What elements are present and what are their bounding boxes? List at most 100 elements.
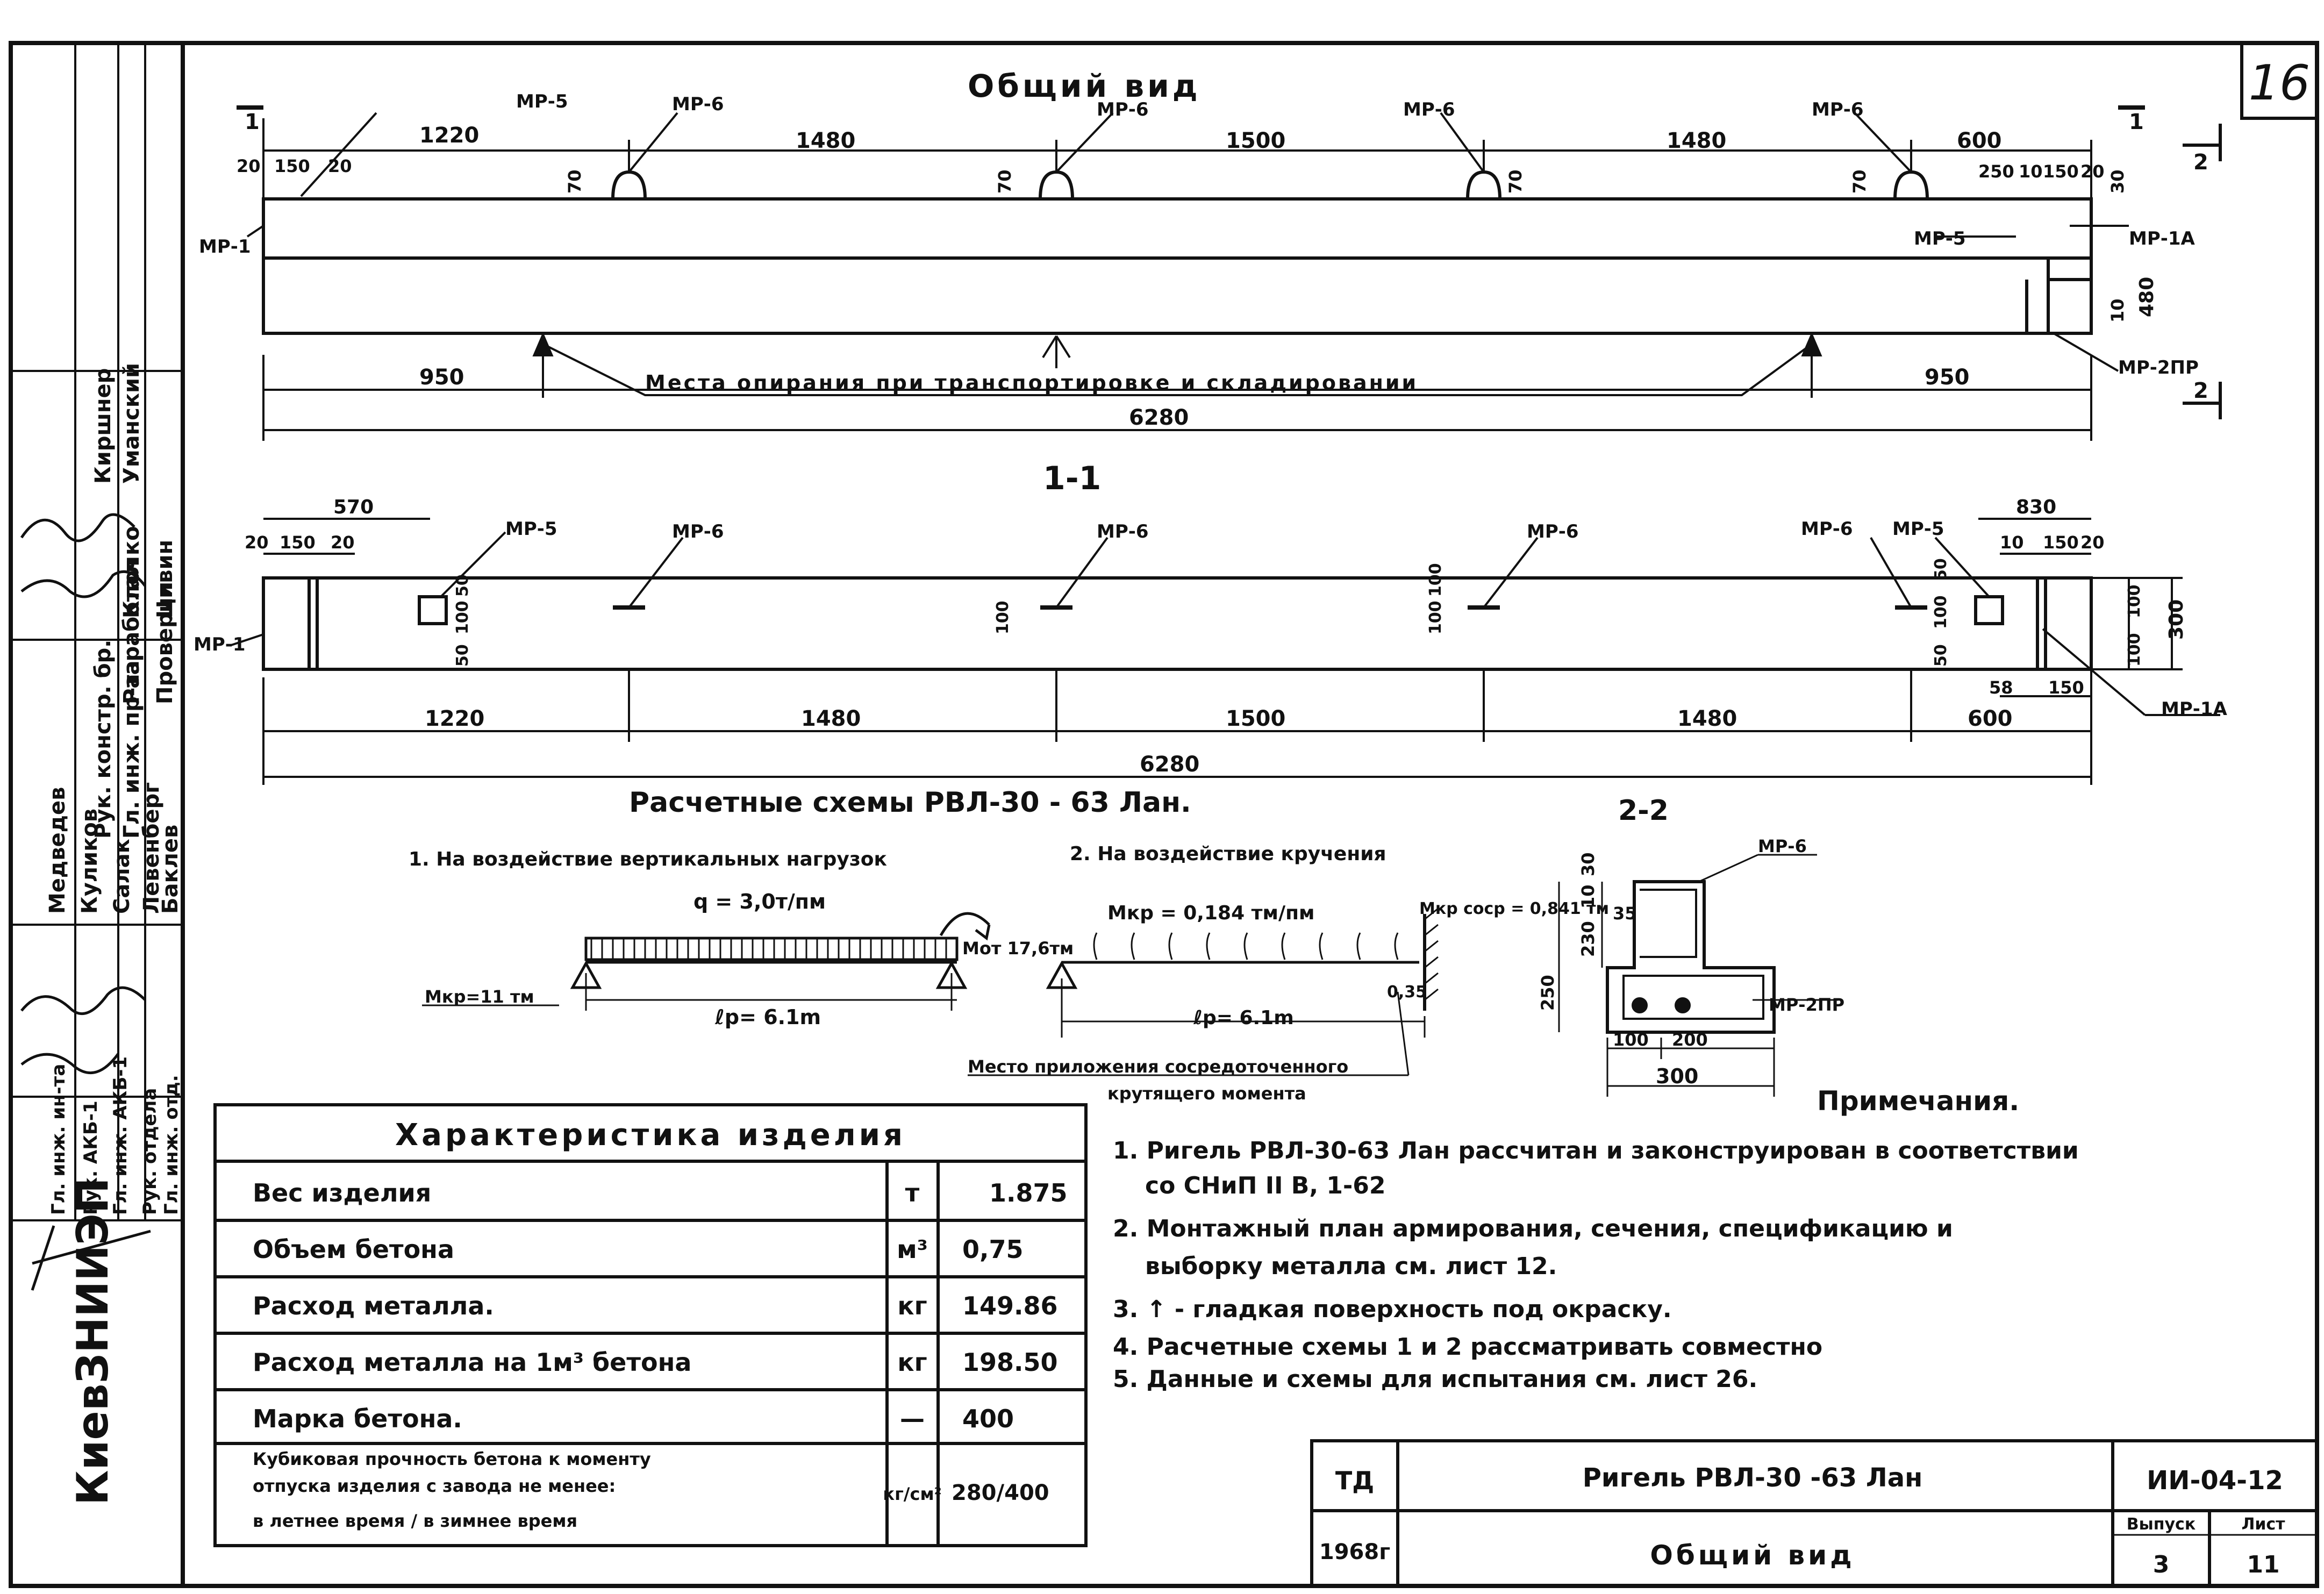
s11-label-mp1a: МР-1А <box>2161 698 2228 720</box>
section-2-2-outline <box>1606 880 1776 1034</box>
note-4: 4. Расчетные схемы 1 и 2 рассматривать с… <box>1113 1333 1822 1361</box>
gv-small-dim-l3: 20 <box>328 156 352 176</box>
s11-dim-150: 150 <box>2048 677 2084 698</box>
gv-label-mp2pr: МР-2ПР <box>2118 357 2199 378</box>
scheme2-offset: 0,35 <box>1387 983 1427 1002</box>
char-row-5-unit: — <box>900 1404 925 1433</box>
sheet-number: 16 <box>2249 55 2311 111</box>
stamp-role-7: Гл. инж. пр-та <box>119 660 144 839</box>
s11-small-r3: 20 <box>2080 532 2105 553</box>
tb-subtitle: Общий вид <box>1650 1540 1855 1571</box>
note-1b: со СНиП II В, 1-62 <box>1145 1172 1385 1199</box>
stamp-name-1: Киршнер <box>91 368 116 484</box>
gv-seg-5: 600 <box>1957 128 2002 153</box>
gv-label-mp6-1: МР-6 <box>672 94 724 115</box>
s11-label-mp1: МР-1 <box>194 634 246 655</box>
s11-total: 6280 <box>1140 752 1199 777</box>
scheme1-load-label: q = 3,0т/пм <box>693 890 826 913</box>
char-last-unit: кг/см² <box>883 1484 941 1504</box>
gv-small-dim-r2: 10 <box>2019 161 2043 182</box>
s11-small-l2: 150 <box>280 532 316 553</box>
s22-dim-300: 300 <box>1656 1064 1698 1088</box>
stamp-role-2: Рук. АКБ-1 <box>80 1100 102 1215</box>
general-view-title: Общий вид <box>968 68 1201 104</box>
gv-seg-4: 1480 <box>1667 128 1726 153</box>
gv-seg-1: 1220 <box>419 123 479 148</box>
s22-dim-30: 30 <box>1578 852 1598 876</box>
s11-label-mp6-2: МР-6 <box>1097 521 1149 542</box>
char-row-4-unit: кг <box>897 1348 927 1377</box>
s11-small-r1: 10 <box>2000 532 2024 553</box>
scheme1-title: 1. На воздействие вертикальных нагрузок <box>409 848 887 870</box>
char-row-3-unit: кг <box>897 1291 927 1320</box>
note-3: 3. ↑ - гладкая поверхность под окраску. <box>1113 1296 1672 1323</box>
scheme2-load-label: Mкр = 0,184 тм/пм <box>1107 902 1314 924</box>
s11-dim-100-f: 100 <box>2125 584 2144 618</box>
char-last-line2: отпуска изделия с завода не менее: <box>253 1476 616 1496</box>
side-stamp <box>11 43 183 1221</box>
gv-seg-2: 1480 <box>796 128 855 153</box>
gv-dim-480: 480 <box>2136 277 2158 317</box>
scheme2-note-1: Место приложения сосредоточенного <box>968 1056 1348 1077</box>
gv-section-marker-2: 2 <box>2193 150 2208 175</box>
section-2-2-title: 2-2 <box>1618 795 1669 827</box>
stamp-role-4: Рук. отдела <box>139 1088 161 1215</box>
gv-label-mp1a: МР-1А <box>2129 228 2196 249</box>
s22-dim-230: 230 <box>1578 921 1598 957</box>
notes-title: Примечания. <box>1817 1085 2019 1117</box>
calc-schemes: Расчетные схемы РВЛ-30 - 63 Лан. 1. На в… <box>409 787 1609 1104</box>
s11-dim-300: 300 <box>2165 599 2187 640</box>
s11-small-l1: 20 <box>245 532 269 553</box>
char-last-line3: в летнее время / в зимнее время <box>253 1511 577 1531</box>
char-row-1-unit: т <box>905 1178 920 1207</box>
general-view: Общий вид <box>199 68 2222 441</box>
char-row-5-name: Марка бетона. <box>253 1404 462 1433</box>
tb-issue: 3 <box>2153 1551 2170 1578</box>
s22-dim-100: 100 <box>1613 1030 1649 1050</box>
scheme2-note-2: крутящего момента <box>1107 1083 1306 1104</box>
tb-sheet: 11 <box>2247 1551 2279 1578</box>
note-1: 1. Ригель РВЛ-30-63 Лан рассчитан и зако… <box>1113 1137 2079 1164</box>
gv-dim-30: 30 <box>2107 169 2128 194</box>
s11-seg-4: 1480 <box>1677 706 1737 731</box>
gv-label-mp1: МР-1 <box>199 236 251 258</box>
scheme2-conc: Мкр соср = 0,841 тм <box>1419 899 1609 918</box>
s11-dim-830: 830 <box>2016 496 2056 518</box>
tb-org: ТД <box>1335 1466 1374 1495</box>
s11-dim-100-e: 100 <box>1932 595 1950 629</box>
gv-small-dim-l2: 150 <box>274 156 310 176</box>
char-row-5-value: 400 <box>962 1404 1014 1433</box>
gv-dim-70-1: 70 <box>564 169 585 194</box>
char-row-2-name: Объем бетона <box>253 1235 454 1264</box>
s11-label-mp6-1: МР-6 <box>672 521 724 542</box>
gv-small-dim-l1: 20 <box>237 156 261 176</box>
s11-dim-100-a: 100 <box>453 601 472 634</box>
gv-total-length: 6280 <box>1129 405 1189 430</box>
stamp-name-7: Салак <box>110 839 134 914</box>
notes: Примечания. 1. Ригель РВЛ-30-63 Лан расс… <box>1113 1085 2079 1393</box>
tb-name: Ригель РВЛ-30 -63 Лан <box>1583 1463 1923 1493</box>
s11-dim-570: 570 <box>333 496 374 518</box>
gv-support-right: 950 <box>1925 365 1970 390</box>
s11-label-mp5-r: МР-5 <box>1892 518 1944 540</box>
gv-small-dim-r1: 250 <box>1978 161 2014 182</box>
section-2-2: 2-2 МР-6 МР-2ПР 30 10 35 230 250 <box>1538 795 1844 1097</box>
s11-small-r2: 150 <box>2043 532 2079 553</box>
sheet-number-box: 16 <box>2240 41 2319 120</box>
scheme1-span: ℓр= 6.1m <box>714 1005 821 1029</box>
section-1-1: 1-1 <box>194 460 2228 785</box>
s11-label-mp5: МР-5 <box>505 518 557 540</box>
beam-elevation <box>262 197 2093 335</box>
lifting-loop-2 <box>1039 170 1074 199</box>
char-last-value: 280/400 <box>952 1481 1049 1505</box>
gv-dim-10: 10 <box>2107 298 2128 323</box>
char-row-2-unit: м³ <box>897 1235 928 1264</box>
s11-dim-100-d: 100 <box>1426 601 1445 634</box>
stamp-role-6: Рук. констр. бр. <box>91 640 116 839</box>
gv-section-marker-2b: 2 <box>2193 378 2208 403</box>
char-row-4-value: 198.50 <box>962 1348 1058 1377</box>
gv-label-mp6-3: МР-6 <box>1403 99 1455 120</box>
lifting-loop-1 <box>611 170 647 199</box>
gv-section-marker-1r: 1 <box>2129 110 2144 134</box>
